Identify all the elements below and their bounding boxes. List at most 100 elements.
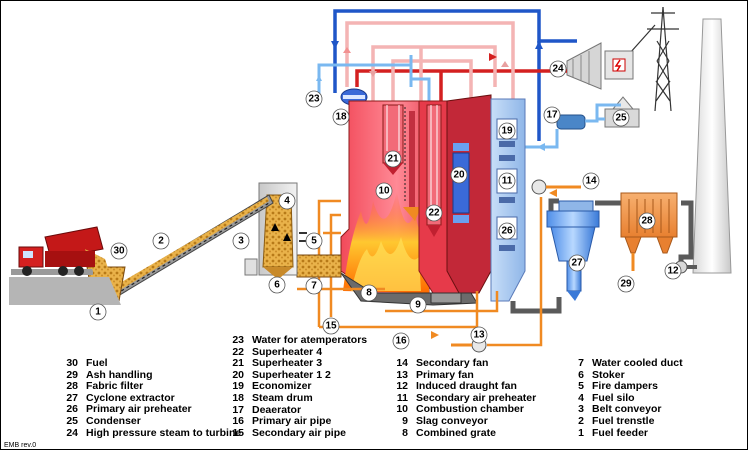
callout-circle xyxy=(392,332,410,350)
callout-number: 22 xyxy=(428,208,440,219)
turbine-generator xyxy=(566,42,634,90)
callout-number: 30 xyxy=(113,246,125,257)
callout-number: 15 xyxy=(325,321,337,332)
power-pylon xyxy=(620,6,679,112)
callout-circle xyxy=(568,254,586,272)
callout-number: 28 xyxy=(641,216,653,227)
callout-circle xyxy=(305,232,323,250)
callout-circle xyxy=(375,182,393,200)
callout-circle xyxy=(305,90,323,108)
callout-circle xyxy=(384,150,402,168)
callout-circle xyxy=(152,232,170,250)
water-cooled-duct xyxy=(296,254,342,278)
callout-number: 21 xyxy=(387,154,399,165)
callout-circle xyxy=(305,277,323,295)
fuel-truck xyxy=(11,226,111,277)
lightblue-pipes xyxy=(317,55,559,149)
chimney xyxy=(692,18,732,274)
callout-number: 8 xyxy=(366,288,372,299)
callout-circle xyxy=(549,60,567,78)
callout-circle xyxy=(278,192,296,210)
callout-number: 11 xyxy=(502,176,513,187)
callout-number: 26 xyxy=(501,226,513,237)
callout-number: 12 xyxy=(667,266,679,277)
callout-number: 27 xyxy=(571,258,583,269)
callout-circle xyxy=(268,276,286,294)
callout-circle xyxy=(450,166,468,184)
callout-number: 6 xyxy=(274,280,280,291)
cyclone-extractor xyxy=(546,200,600,301)
deaerator xyxy=(556,103,621,130)
secondary-fan xyxy=(531,179,581,195)
callout-circle xyxy=(322,317,340,335)
callout-circle xyxy=(409,296,427,314)
ground xyxy=(9,277,121,305)
callout-number: 16 xyxy=(395,336,407,347)
callout-number: 25 xyxy=(615,113,627,124)
callout-circle xyxy=(617,275,635,293)
callout-circle xyxy=(110,242,128,260)
callout-number: 2 xyxy=(158,236,164,247)
callout-number: 4 xyxy=(284,196,290,207)
callout-number: 9 xyxy=(415,300,421,311)
callout-circle xyxy=(470,326,488,344)
callout-number: 29 xyxy=(620,279,632,290)
callout-number: 23 xyxy=(308,94,320,105)
callout-number: 17 xyxy=(546,110,558,121)
callout-circle xyxy=(638,212,656,230)
belt-conveyor xyxy=(108,194,274,300)
fabric-filter xyxy=(620,192,678,271)
callout-number: 1 xyxy=(95,307,101,318)
callout-number: 10 xyxy=(378,186,390,197)
callout-circle xyxy=(498,122,516,140)
callout-circle xyxy=(612,109,630,127)
callout-number: 24 xyxy=(552,64,564,75)
callout-circle xyxy=(543,106,561,124)
callout-circle xyxy=(664,262,682,280)
callout-number: 5 xyxy=(311,236,317,247)
callout-number: 14 xyxy=(585,176,597,187)
callout-number: 7 xyxy=(311,281,317,292)
flow-arrows xyxy=(316,41,557,339)
callout-number: 18 xyxy=(335,112,347,123)
third-pass xyxy=(446,94,492,294)
callout-circle xyxy=(332,108,350,126)
callout-number: 13 xyxy=(473,330,485,341)
water-pipes xyxy=(333,9,577,141)
callout-circle xyxy=(232,232,250,250)
callout-circle xyxy=(89,303,107,321)
callout-circle xyxy=(582,172,600,190)
callout-circle xyxy=(360,284,378,302)
